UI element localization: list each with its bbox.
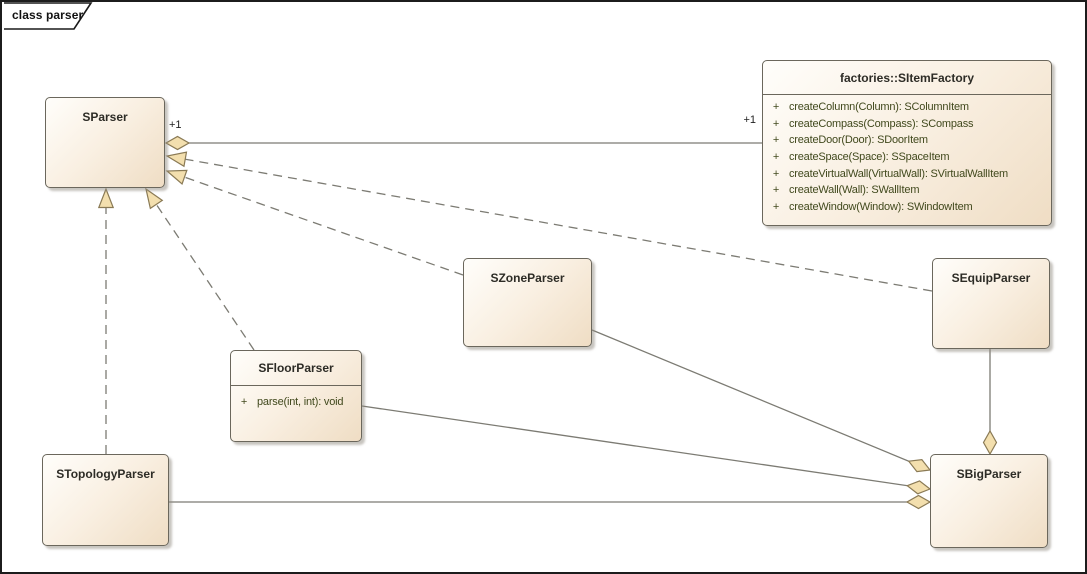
class-box-szoneparser[interactable]: SZoneParser [463, 258, 592, 347]
multiplicity-label-factory-end: +1 [743, 114, 756, 126]
method-signature: createCompass(Compass): SCompass [789, 117, 974, 130]
method-row: + createWindow(Window): SWindowItem [763, 199, 1051, 216]
connector-sequipparser-sparser-realization[interactable] [165, 151, 933, 292]
class-title: SBigParser [956, 467, 1022, 481]
multiplicity-label-sparser-end: +1 [169, 119, 182, 131]
class-title: SEquipParser [951, 271, 1031, 285]
visibility-symbol: + [240, 396, 248, 409]
class-title: factories::SItemFactory [839, 71, 975, 85]
visibility-symbol: + [772, 167, 780, 180]
class-header: SFloorParser [231, 351, 361, 386]
method-signature: createWall(Wall): SWallItem [789, 184, 920, 197]
connector-szoneparser-sparser-realization[interactable] [165, 169, 464, 276]
method-signature: parse(int, int): void [257, 396, 344, 409]
method-signature: createDoor(Door): SDoorItem [789, 134, 928, 147]
method-row: + createColumn(Column): SColumnItem [763, 99, 1051, 116]
connector-sfloorparser-sbigparser-aggregation[interactable] [361, 405, 932, 495]
method-row: + createDoor(Door): SDoorItem [763, 132, 1051, 149]
class-box-stopologyparser[interactable]: STopologyParser [42, 454, 169, 546]
frame-tab [4, 2, 93, 30]
method-signature: createWindow(Window): SWindowItem [789, 200, 973, 213]
method-row: + createCompass(Compass): SCompass [763, 116, 1051, 133]
visibility-symbol: + [772, 134, 780, 147]
visibility-symbol: + [772, 200, 780, 213]
method-list: + createColumn(Column): SColumnItem + cr… [763, 95, 1051, 215]
visibility-symbol: + [772, 184, 780, 197]
visibility-symbol: + [772, 151, 780, 164]
method-signature: createColumn(Column): SColumnItem [789, 101, 969, 114]
class-box-sbigparser[interactable]: SBigParser [930, 454, 1048, 548]
connector-szoneparser-sbigparser-aggregation[interactable] [591, 329, 932, 473]
class-box-sequipparser[interactable]: SEquipParser [932, 258, 1050, 349]
method-row: + createWall(Wall): SWallItem [763, 182, 1051, 199]
class-box-sparser[interactable]: SParser [45, 97, 165, 188]
visibility-symbol: + [772, 101, 780, 114]
class-header: factories::SItemFactory [763, 61, 1051, 95]
class-title: STopologyParser [56, 467, 155, 481]
class-box-sfloorparser[interactable]: SFloorParser + parse(int, int): void [230, 350, 362, 442]
method-signature: createSpace(Space): SSpaceItem [789, 151, 950, 164]
class-title: SZoneParser [490, 271, 565, 285]
visibility-symbol: + [772, 117, 780, 130]
method-row: + createSpace(Space): SSpaceItem [763, 149, 1051, 166]
method-signature: createVirtualWall(VirtualWall): SVirtual… [789, 167, 1009, 180]
connector-sfloorparser-sparser-realization[interactable] [145, 187, 255, 351]
diagram-frame-label: class parser [12, 8, 84, 22]
method-list: + parse(int, int): void [231, 386, 361, 411]
class-title: SParser [82, 110, 128, 124]
method-row: + createVirtualWall(VirtualWall): SVirtu… [763, 165, 1051, 182]
class-title: SFloorParser [258, 361, 334, 375]
class-box-sitemfactory[interactable]: factories::SItemFactory + createColumn(C… [762, 60, 1052, 226]
method-row: + parse(int, int): void [231, 394, 361, 411]
